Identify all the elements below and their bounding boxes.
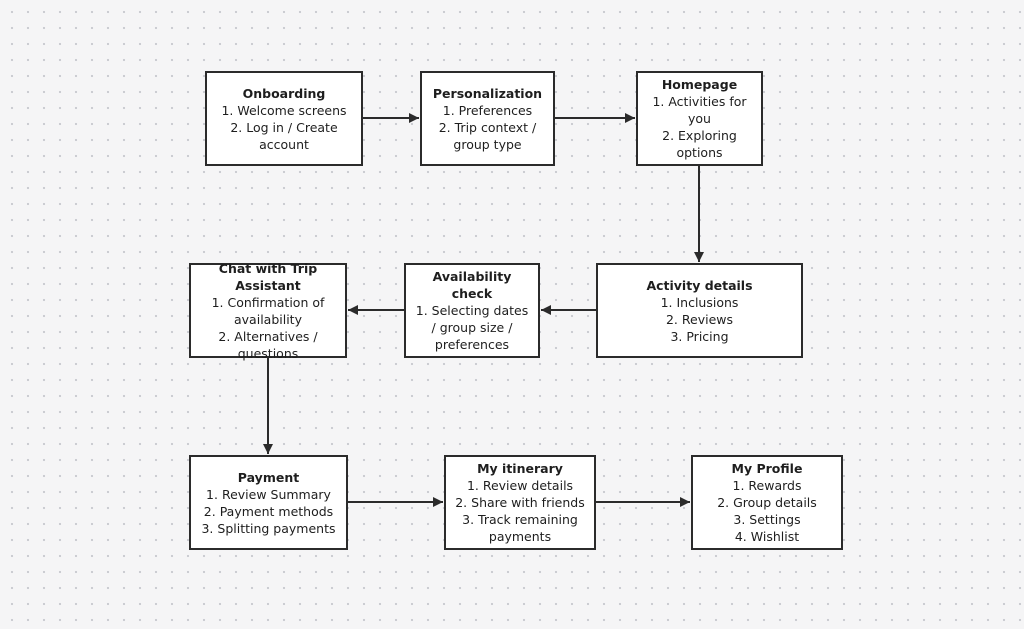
node-step: 2. Payment methods xyxy=(203,503,334,519)
node-step: 1. Confirmation of availability xyxy=(211,294,325,327)
node-step: 2. Reviews xyxy=(665,311,733,327)
node-step: 4. Wishlist xyxy=(734,529,800,544)
node-step: 2. Trip context / group type xyxy=(438,119,537,152)
node-onboarding[interactable]: Onboarding 1. Welcome screens 2. Log in … xyxy=(205,71,363,166)
node-activity-details[interactable]: Activity details 1. Inclusions 2. Review… xyxy=(596,263,803,358)
node-title: Homepage xyxy=(661,77,738,92)
node-step: 3. Settings xyxy=(733,512,801,527)
node-title: Activity details xyxy=(646,277,753,293)
node-step: 1. Review details xyxy=(466,478,574,493)
node-payment[interactable]: Payment 1. Review Summary 2. Payment met… xyxy=(189,455,348,550)
node-step: 3. Pricing xyxy=(670,328,729,344)
node-step: 2. Group details xyxy=(717,495,817,510)
node-step: 3. Track remaining payments xyxy=(462,512,578,544)
node-title: Chat with Trip Assistant xyxy=(218,260,318,293)
node-step: 2. Log in / Create account xyxy=(230,119,338,152)
node-availability-check[interactable]: Availability check 1. Selecting dates / … xyxy=(404,263,540,358)
node-title: Personalization xyxy=(432,85,543,101)
node-step: 1. Preferences xyxy=(442,102,533,118)
node-homepage[interactable]: Homepage 1. Activities for you 2. Explor… xyxy=(636,71,763,166)
node-step: 2. Exploring options xyxy=(662,128,737,160)
node-chat-with-trip-assistant[interactable]: Chat with Trip Assistant 1. Confirmation… xyxy=(189,260,347,361)
node-personalization[interactable]: Personalization 1. Preferences 2. Trip c… xyxy=(420,71,555,166)
node-step: 1. Selecting dates / group size / prefer… xyxy=(415,303,529,352)
node-title: Availability check xyxy=(432,269,512,301)
node-title: Payment xyxy=(237,469,300,485)
node-step: 1. Activities for you xyxy=(652,94,747,126)
node-title: My Profile xyxy=(731,461,803,476)
node-step: 2. Share with friends xyxy=(455,495,585,510)
node-my-profile[interactable]: My Profile 1. Rewards 2. Group details 3… xyxy=(691,455,843,550)
node-step: 2. Alternatives / questions xyxy=(218,328,318,361)
node-my-itinerary[interactable]: My itinerary 1. Review details 2. Share … xyxy=(444,455,596,550)
node-step: 1. Review Summary xyxy=(206,486,331,502)
node-title: My itinerary xyxy=(477,461,563,476)
node-step: 1. Inclusions xyxy=(660,294,739,310)
node-title: Onboarding xyxy=(242,85,326,101)
node-step: 1. Rewards xyxy=(732,478,802,493)
node-step: 3. Splitting payments xyxy=(201,520,336,536)
node-step: 1. Welcome screens xyxy=(221,102,347,118)
